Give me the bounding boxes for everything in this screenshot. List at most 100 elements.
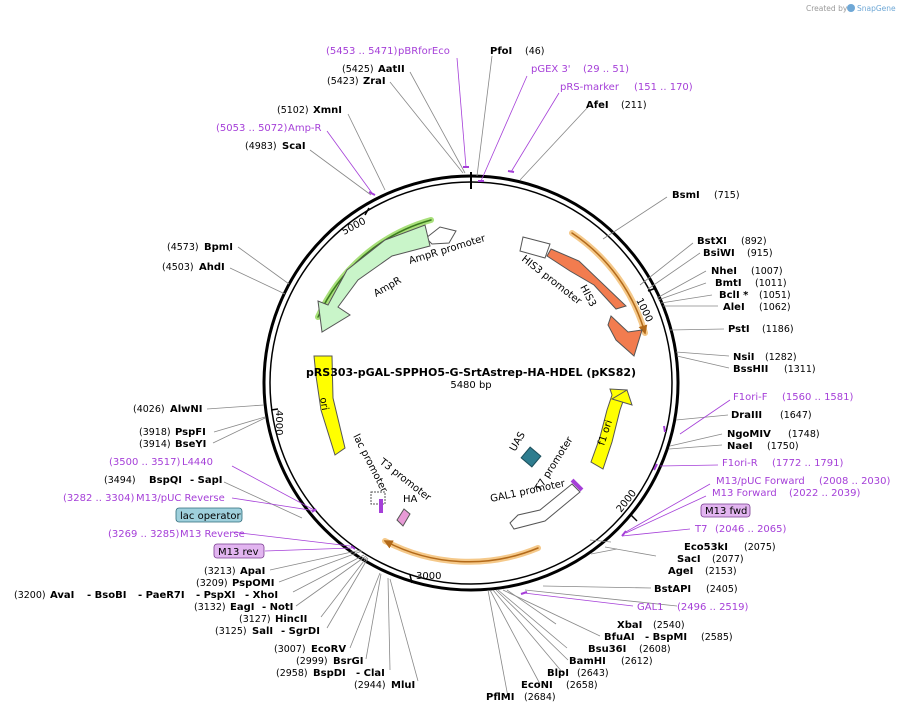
- primer-t7: T7: [694, 524, 707, 535]
- enzyme-nsii-pos: (1282): [765, 352, 797, 363]
- enzyme-bsrgi-pos: (2999): [296, 656, 328, 667]
- enzyme-bstxi-pos: (892): [741, 236, 767, 247]
- enzyme-aatii-pos: (5425): [342, 64, 374, 75]
- primer-amp-r: Amp-R: [288, 123, 322, 134]
- enzyme-saci: SacI: [677, 554, 701, 565]
- enzyme-econi-pos: (2658): [566, 680, 598, 691]
- primer-f1ori-r: F1ori-R: [722, 458, 758, 469]
- enzyme-zrai-pos: (5423): [327, 76, 359, 87]
- enzyme-draiii-pos: (1647): [780, 410, 812, 421]
- enzyme-naei-pos: (1750): [767, 441, 799, 452]
- enzyme-pspfi-pos: (3918): [139, 427, 171, 438]
- enzyme-noti: - NotI: [262, 602, 293, 613]
- enzyme-xhoi: - XhoI: [245, 590, 278, 601]
- enzyme-pspfi: PspFI: [175, 427, 206, 438]
- t3-promoter-mark: [379, 499, 383, 513]
- enzyme-hincii: HincII: [275, 614, 307, 625]
- enzyme-pspomi: PspOMI: [232, 578, 274, 589]
- primer-m13puc-rev: M13/pUC Reverse: [136, 493, 225, 504]
- enzyme-draiii: DraIII: [731, 410, 762, 421]
- enzyme-bstapi: BstAPI: [654, 584, 691, 595]
- primer-l4440: L4440: [182, 457, 213, 468]
- enzyme-pflmi-pos: (2684): [524, 692, 556, 703]
- tick-3000: 3000: [416, 571, 441, 582]
- enzyme-bsiwi: BsiWI: [703, 248, 735, 259]
- enzyme-bsmi: BsmI: [672, 190, 700, 201]
- enzyme-bstapi-pos: (2405): [706, 584, 738, 595]
- enzyme-xmni: XmnI: [313, 105, 342, 116]
- enzyme-aatii: AatII: [378, 64, 405, 75]
- enzyme-bamhi-pos: (2612): [621, 656, 653, 667]
- primer-m13-reverse-range: (3269 .. 3285): [108, 529, 180, 540]
- enzyme-nhei-pos: (1007): [751, 266, 783, 277]
- t7-promoter-mark: [570, 478, 584, 492]
- his3-arrow: [546, 248, 627, 310]
- label-ampr: AmpR: [372, 275, 403, 299]
- primer-m13puc-rev-range: (3282 .. 3304): [63, 493, 135, 504]
- ha-tag: [396, 508, 411, 527]
- primer-leader-lines: [231, 57, 731, 607]
- enzyme-bamhi: BamHI: [569, 656, 606, 667]
- m13-fwd-box: [700, 503, 751, 518]
- enzyme-psti: PstI: [728, 324, 750, 335]
- enzyme-bsu36i-pos: (2608): [639, 644, 671, 655]
- enzyme-ecorv: EcoRV: [311, 644, 346, 655]
- enzyme-econi: EcoNI: [521, 680, 553, 691]
- enzyme-pspomi-pos: (3209): [196, 578, 228, 589]
- enzyme-bsobi: - BsoBI: [87, 590, 126, 601]
- enzyme-afei: AfeI: [586, 100, 609, 111]
- primer-m13puc-fwd: M13/pUC Forward: [716, 476, 805, 487]
- ori-arrow: [313, 355, 346, 456]
- primer-prs-marker: pRS-marker: [560, 82, 620, 93]
- enzyme-alwni: AlwNI: [170, 404, 203, 415]
- enzyme-avai-pos: (3200): [14, 590, 46, 601]
- ampr-promoter-arrow: [425, 226, 457, 245]
- ampr-arrow: [317, 224, 431, 333]
- enzyme-ahdi: AhdI: [199, 262, 225, 273]
- primer-m13-fwd: M13 Forward: [712, 488, 777, 499]
- enzyme-mlui-pos: (2944): [354, 680, 386, 691]
- enzyme-bspmi-pos: (2585): [701, 632, 733, 643]
- enzyme-eco53ki: Eco53kI: [684, 542, 728, 553]
- enzyme-bseyi-pos: (3914): [139, 439, 171, 450]
- primer-m13-rev-box: M13 rev: [218, 547, 259, 558]
- primer-gal1-range: (2496 .. 2519): [677, 602, 749, 613]
- enzyme-sapi: - SapI: [190, 475, 222, 486]
- enzyme-xbai-pos: (2540): [653, 620, 685, 631]
- primer-l4440-range: (3500 .. 3517): [109, 457, 181, 468]
- label-ha: HA: [403, 494, 418, 505]
- enzyme-alei: AleI: [723, 302, 745, 313]
- uas-box: [520, 446, 542, 468]
- primer-f1ori-f-range: (1560 .. 1581): [782, 392, 854, 403]
- enzyme-bsshii: BssHII: [733, 364, 768, 375]
- primer-f1ori-r-range: (1772 .. 1791): [772, 458, 844, 469]
- enzyme-bspqi: BspQI: [149, 475, 182, 486]
- primer-pgex3-range: (29 .. 51): [583, 64, 629, 75]
- f1-ori-arrow-head: [610, 389, 633, 406]
- enzyme-xmni-pos: (5102): [277, 105, 309, 116]
- enzyme-bpmi-pos: (4573): [167, 242, 199, 253]
- enzyme-bsshii-pos: (1311): [784, 364, 816, 375]
- enzyme-sali: SalI: [252, 626, 273, 637]
- enzyme-ecorv-pos: (3007): [274, 644, 306, 655]
- enzyme-bcli: BclI *: [719, 290, 749, 301]
- leader-lines: [206, 55, 730, 698]
- enzyme-bstxi: BstXI: [697, 236, 727, 247]
- enzyme-avai: AvaI: [50, 590, 74, 601]
- enzyme-pfoi-pos: (46): [525, 46, 545, 57]
- enzyme-pspxi: - PspXI: [196, 590, 235, 601]
- primer-m13puc-fwd-range: (2008 .. 2030): [819, 476, 891, 487]
- primer-f1ori-f: F1ori-F: [733, 392, 768, 403]
- enzyme-alwni-pos: (4026): [133, 404, 165, 415]
- enzyme-bsrgi: BsrGI: [333, 656, 363, 667]
- orf-highlights: [315, 217, 648, 565]
- enzyme-bpmi: BpmI: [204, 242, 233, 253]
- enzyme-sgrdi: - SgrDI: [281, 626, 320, 637]
- primer-pgex3: pGEX 3': [531, 64, 571, 75]
- enzyme-apai-pos: (3213): [204, 566, 236, 577]
- enzyme-paer7i: - PaeR7I: [138, 590, 185, 601]
- enzyme-bspdi-pos: (2958): [276, 668, 308, 679]
- enzyme-hincii-pos: (3127): [239, 614, 271, 625]
- primer-pbrforeco: pBRforEco: [398, 46, 450, 57]
- enzyme-scai-pos: (4983): [245, 141, 277, 152]
